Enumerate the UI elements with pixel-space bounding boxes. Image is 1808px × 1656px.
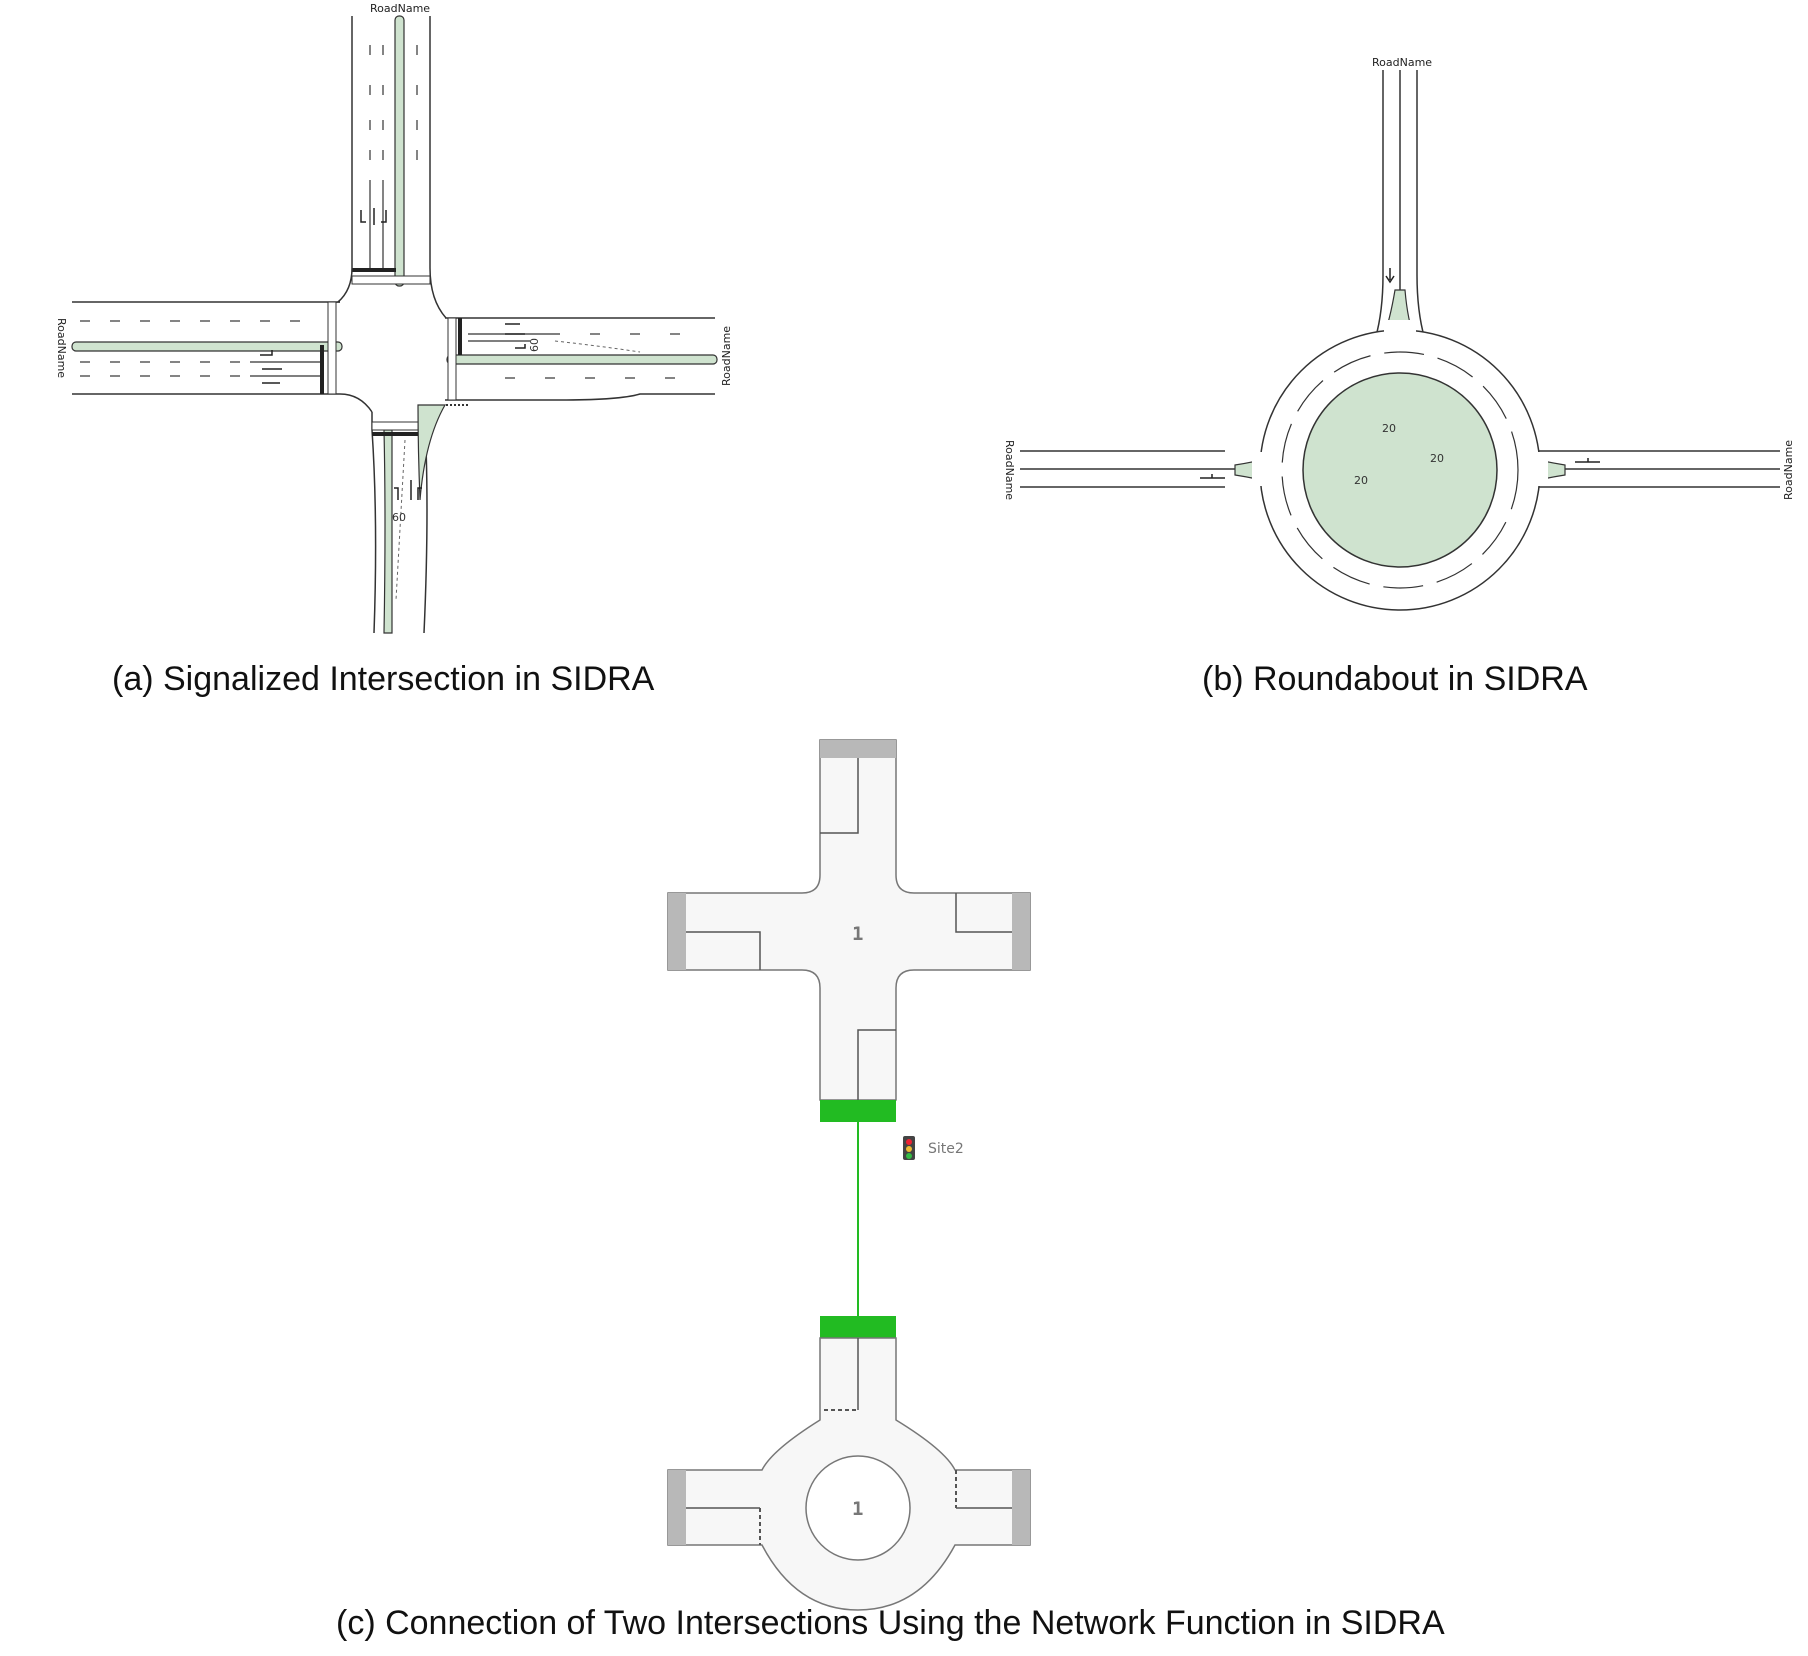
traffic-signal-icon: [903, 1136, 915, 1160]
caption-c: (c) Connection of Two Intersections Usin…: [336, 1604, 1445, 1642]
bottom-roundabout-island: [805, 1455, 911, 1561]
top-west-stub: [668, 893, 686, 970]
circ-speed-label-1: 20: [1382, 422, 1396, 435]
north-road-label: RoadName: [370, 2, 430, 15]
east-median-island: [446, 354, 718, 365]
west-road-label: RoadName: [55, 318, 68, 378]
bottom-site-number: 1: [852, 1498, 863, 1520]
intersection-core: [335, 267, 447, 319]
west-median-island: [71, 341, 343, 352]
bottom-east-stub: [1012, 1470, 1030, 1545]
roundabout-lane-line: [1281, 351, 1519, 589]
east-speed-label: 60: [528, 338, 541, 352]
south-approach-road: [372, 405, 424, 633]
panel-b: 20 20 20 RoadName RoadName RoadName: [1003, 56, 1795, 611]
south-slip-island: [417, 404, 447, 501]
east-road-label: RoadName: [720, 326, 733, 386]
link-top-end: [820, 1100, 896, 1122]
north-approach-road: [352, 16, 430, 280]
b-west-road-label: RoadName: [1003, 440, 1016, 500]
roundabout-central-island: [1302, 372, 1498, 568]
top-east-stub: [1012, 893, 1030, 970]
link-site-name: Site2: [928, 1141, 964, 1157]
panel-a: 60 60 RoadName RoadName RoadName: [55, 2, 733, 634]
south-speed-label: 60: [392, 511, 406, 524]
circ-speed-label-3: 20: [1354, 474, 1368, 487]
link-bottom-end: [820, 1316, 896, 1338]
north-median-island: [394, 15, 405, 287]
south-median-island: [383, 429, 393, 634]
b-east-road-label: RoadName: [1782, 440, 1795, 500]
top-site-number: 1: [852, 923, 863, 945]
top-intersection-shape: [667, 739, 1031, 1101]
caption-a: (a) Signalized Intersection in SIDRA: [112, 660, 655, 698]
circ-speed-label-2: 20: [1430, 452, 1444, 465]
caption-b: (b) Roundabout in SIDRA: [1202, 660, 1588, 698]
panel-c: 1 Site2 1: [667, 739, 1031, 1611]
top-north-stub: [820, 740, 896, 758]
bottom-west-stub: [668, 1470, 686, 1545]
b-north-road-label: RoadName: [1372, 56, 1432, 69]
